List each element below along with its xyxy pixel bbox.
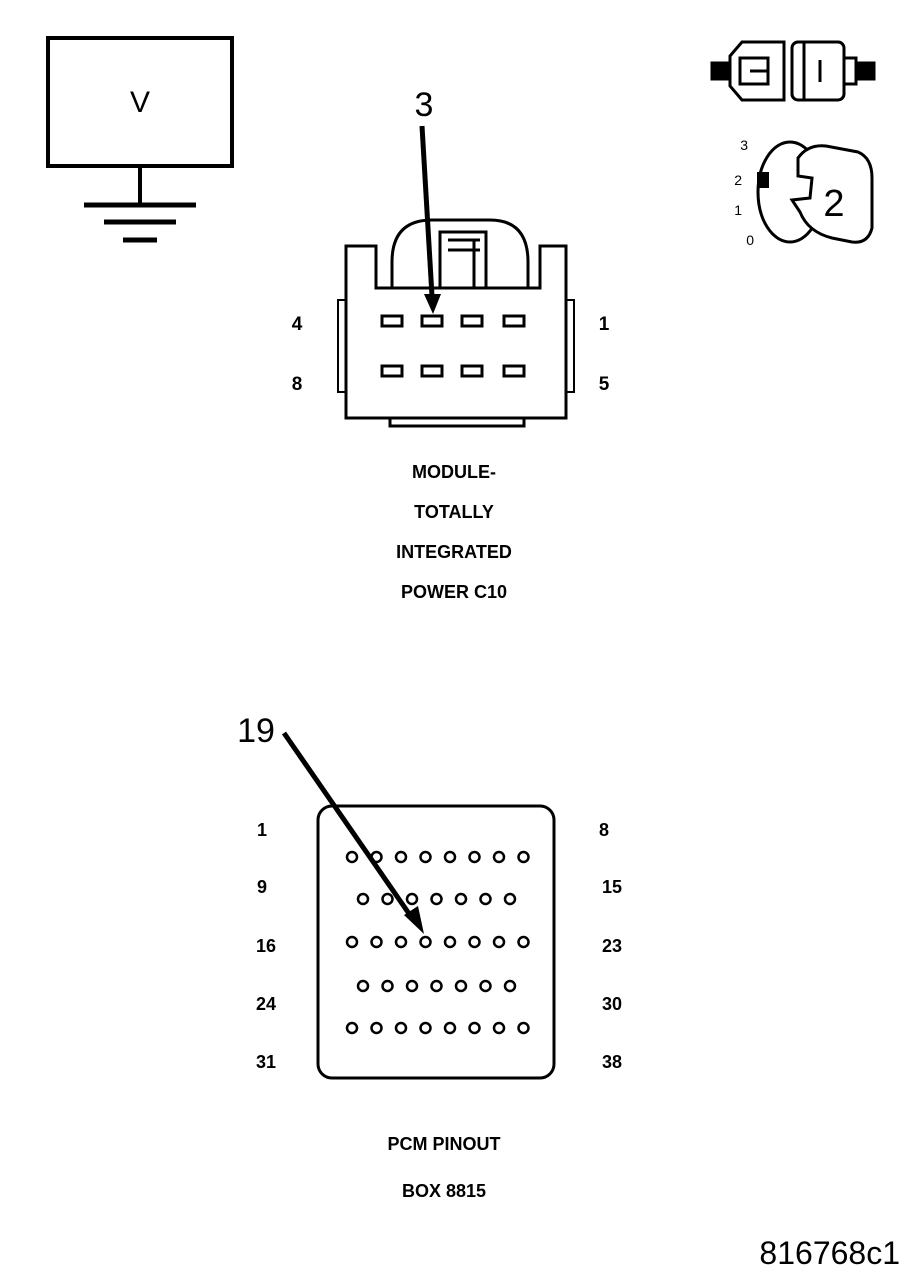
pcm-pin-38 [517, 1021, 530, 1035]
tipm-pin-4 [380, 314, 404, 328]
pcm-label-16: 16 [256, 936, 276, 956]
pcm-pin-10 [381, 892, 394, 906]
tipm-pin-cavities [380, 314, 526, 378]
tipm-pin-2 [460, 314, 484, 328]
pcm-pin-20 [443, 935, 457, 949]
connector-disconnect-icon [710, 40, 876, 102]
pcm-pin-5 [443, 850, 457, 864]
pcm-pin-33 [394, 1021, 408, 1035]
pcm-pin-cavities [345, 850, 530, 1035]
tipm-label-8: 8 [292, 374, 303, 395]
tipm-label-5: 5 [599, 374, 610, 395]
pcm-pin-28 [454, 979, 468, 993]
pcm-pin-4 [419, 850, 432, 864]
ground-icon [84, 202, 196, 243]
pcm-pin-23 [517, 935, 530, 949]
pcm-right-labels: 8 15 23 30 38 [599, 820, 622, 1072]
tipm-caption-line-1: MODULE- [412, 462, 496, 482]
pcm-pin-31 [345, 1021, 359, 1035]
pcm-pin-17 [370, 935, 383, 949]
pcm-pin-18 [394, 935, 408, 949]
pcm-pin-30 [503, 979, 517, 993]
pcm-pin-21 [468, 935, 481, 949]
tipm-pin-7 [420, 364, 444, 378]
tipm-pin-8 [380, 364, 404, 378]
voltmeter-symbol: V [46, 36, 234, 243]
pcm-label-8: 8 [599, 820, 609, 840]
pcm-pin-35 [443, 1021, 457, 1035]
tipm-caption-line-4: POWER C10 [401, 582, 507, 602]
pcm-pin-25 [381, 979, 394, 993]
tipm-callout-number: 3 [415, 86, 434, 124]
tipm-c10-connector: 4 1 8 5 3 MODULE- TOTALLY INTEGRATED POW… [292, 86, 610, 602]
tipm-callout-arrow [419, 125, 441, 314]
pcm-callout-number: 19 [237, 712, 275, 750]
pcm-pin-6 [468, 850, 481, 864]
pcm-label-9: 9 [257, 877, 267, 897]
tipm-pin-1 [502, 314, 526, 328]
tipm-pin-3 [420, 314, 444, 328]
pcm-label-24: 24 [256, 994, 276, 1014]
pcm-pin-12 [430, 892, 443, 906]
pcm-pin-34 [419, 1021, 432, 1035]
pcm-caption-line-1: PCM PINOUT [387, 1134, 500, 1154]
tipm-label-1: 1 [599, 314, 610, 335]
pcm-pin-3 [394, 850, 408, 864]
ignition-key-icon: 3 2 1 0 2 [734, 137, 874, 248]
pcm-label-38: 38 [602, 1052, 622, 1072]
meter-label: V [130, 86, 150, 119]
pcm-label-31: 31 [256, 1052, 276, 1072]
pcm-pin-37 [492, 1021, 506, 1035]
pcm-pin-9 [356, 892, 370, 906]
ignition-position-2: 2 [734, 172, 742, 188]
pcm-pin-16 [345, 935, 359, 949]
pcm-pin-15 [503, 892, 517, 906]
pcm-pin-11 [405, 892, 419, 906]
pcm-label-30: 30 [602, 994, 622, 1014]
pcm-label-1: 1 [257, 820, 267, 840]
ignition-position-3: 3 [740, 137, 748, 153]
pcm-pin-24 [356, 979, 370, 993]
pcm-pin-22 [492, 935, 506, 949]
ignition-position-0: 0 [746, 232, 754, 248]
tipm-caption-line-2: TOTALLY [414, 502, 494, 522]
pcm-callout-arrow [281, 731, 424, 934]
pcm-pin-27 [430, 979, 443, 993]
pcm-pin-29 [479, 979, 492, 993]
tipm-caption-line-3: INTEGRATED [396, 542, 512, 562]
pcm-connector: 1 9 16 24 31 8 15 23 30 38 19 PCM PINOUT… [237, 712, 622, 1201]
pcm-caption-line-2: BOX 8815 [402, 1181, 486, 1201]
tipm-pin-5 [502, 364, 526, 378]
tipm-label-4: 4 [292, 314, 303, 335]
pcm-pin-19 [419, 935, 432, 949]
pcm-pin-36 [468, 1021, 481, 1035]
tipm-pin-6 [460, 364, 484, 378]
ignition-position-1: 1 [734, 202, 742, 218]
pcm-label-23: 23 [602, 936, 622, 956]
pcm-pin-13 [454, 892, 468, 906]
figure-id: 816768c1 [759, 1235, 900, 1271]
pcm-pin-14 [479, 892, 492, 906]
pcm-left-labels: 1 9 16 24 31 [256, 820, 276, 1072]
pcm-pin-32 [370, 1021, 383, 1035]
pcm-pin-8 [517, 850, 530, 864]
ignition-selected-position: 2 [823, 183, 844, 225]
pcm-label-15: 15 [602, 877, 622, 897]
pcm-pin-7 [492, 850, 506, 864]
pcm-pin-1 [345, 850, 359, 864]
pcm-pin-26 [405, 979, 419, 993]
